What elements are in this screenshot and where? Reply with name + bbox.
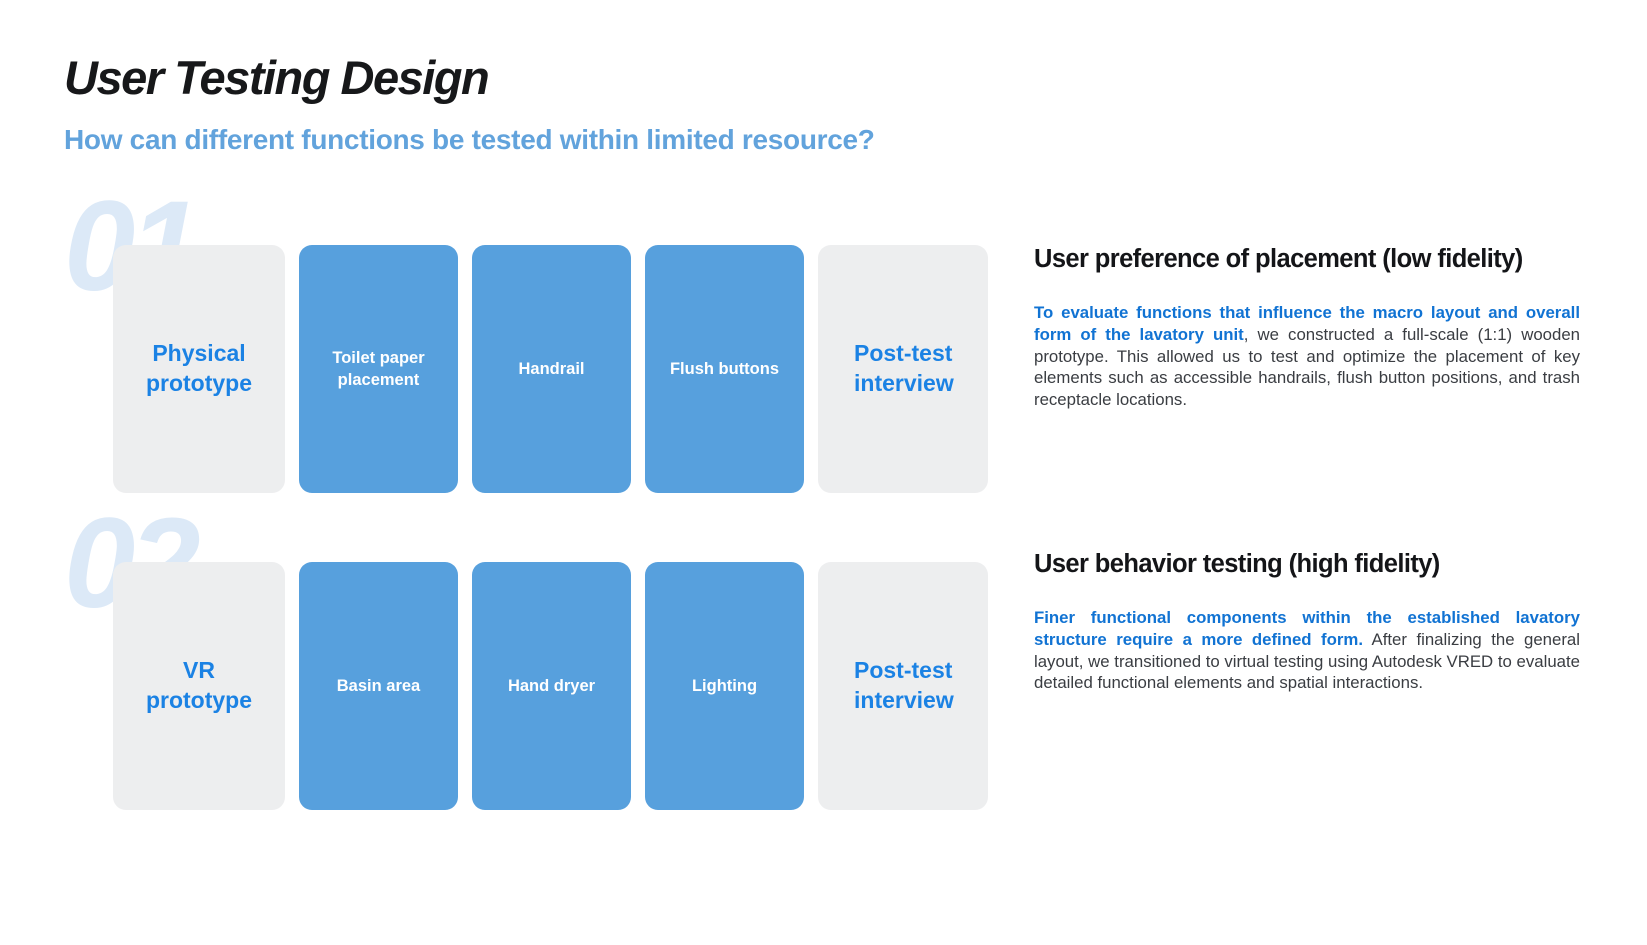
method-card: Post-test interview <box>818 562 988 810</box>
function-card: Basin area <box>299 562 458 810</box>
highlight-text: Finer functional components within the e… <box>1034 608 1580 649</box>
section-heading: User behavior testing (high fidelity) <box>1034 550 1440 578</box>
function-card: Hand dryer <box>472 562 631 810</box>
prototype-card-label: VR prototype <box>145 657 253 713</box>
body-text: After finalizing the general layout, we … <box>1034 629 1580 693</box>
function-card: Toilet paper placement <box>299 245 458 493</box>
description-section-2: User behavior testing (high fidelity) Fi… <box>1034 550 1580 694</box>
card-group-2: VR prototype Basin area Hand dryer Light… <box>113 562 988 810</box>
function-card: Handrail <box>472 245 631 493</box>
card-group-1: Physical prototype Toilet paper placemen… <box>113 245 988 493</box>
method-card: Post-test interview <box>818 245 988 493</box>
page-subtitle: How can different functions be tested wi… <box>64 124 875 155</box>
section-paragraph: Finer functional components within the e… <box>1034 607 1580 694</box>
function-card: Lighting <box>645 562 804 810</box>
function-card: Flush buttons <box>645 245 804 493</box>
prototype-card: VR prototype <box>113 562 285 810</box>
body-text: , we constructed a full-scale (1:1) wood… <box>1034 324 1580 410</box>
section-heading: User preference of placement (low fideli… <box>1034 245 1523 273</box>
page-title: User Testing Design <box>64 51 490 104</box>
process-row-1: 01 Physical prototype Toilet paper place… <box>0 183 1647 493</box>
prototype-card: Physical prototype <box>113 245 285 493</box>
highlight-text: To evaluate functions that influence the… <box>1034 303 1580 344</box>
prototype-card-label: Physical prototype <box>145 340 253 396</box>
method-card-label: Post-test interview <box>854 340 954 396</box>
description-section-1: User preference of placement (low fideli… <box>1034 245 1580 411</box>
section-paragraph: To evaluate functions that influence the… <box>1034 302 1580 411</box>
process-row-2: 02 VR prototype Basin area Hand dryer Li… <box>0 500 1647 810</box>
method-card-label: Post-test interview <box>854 657 954 713</box>
